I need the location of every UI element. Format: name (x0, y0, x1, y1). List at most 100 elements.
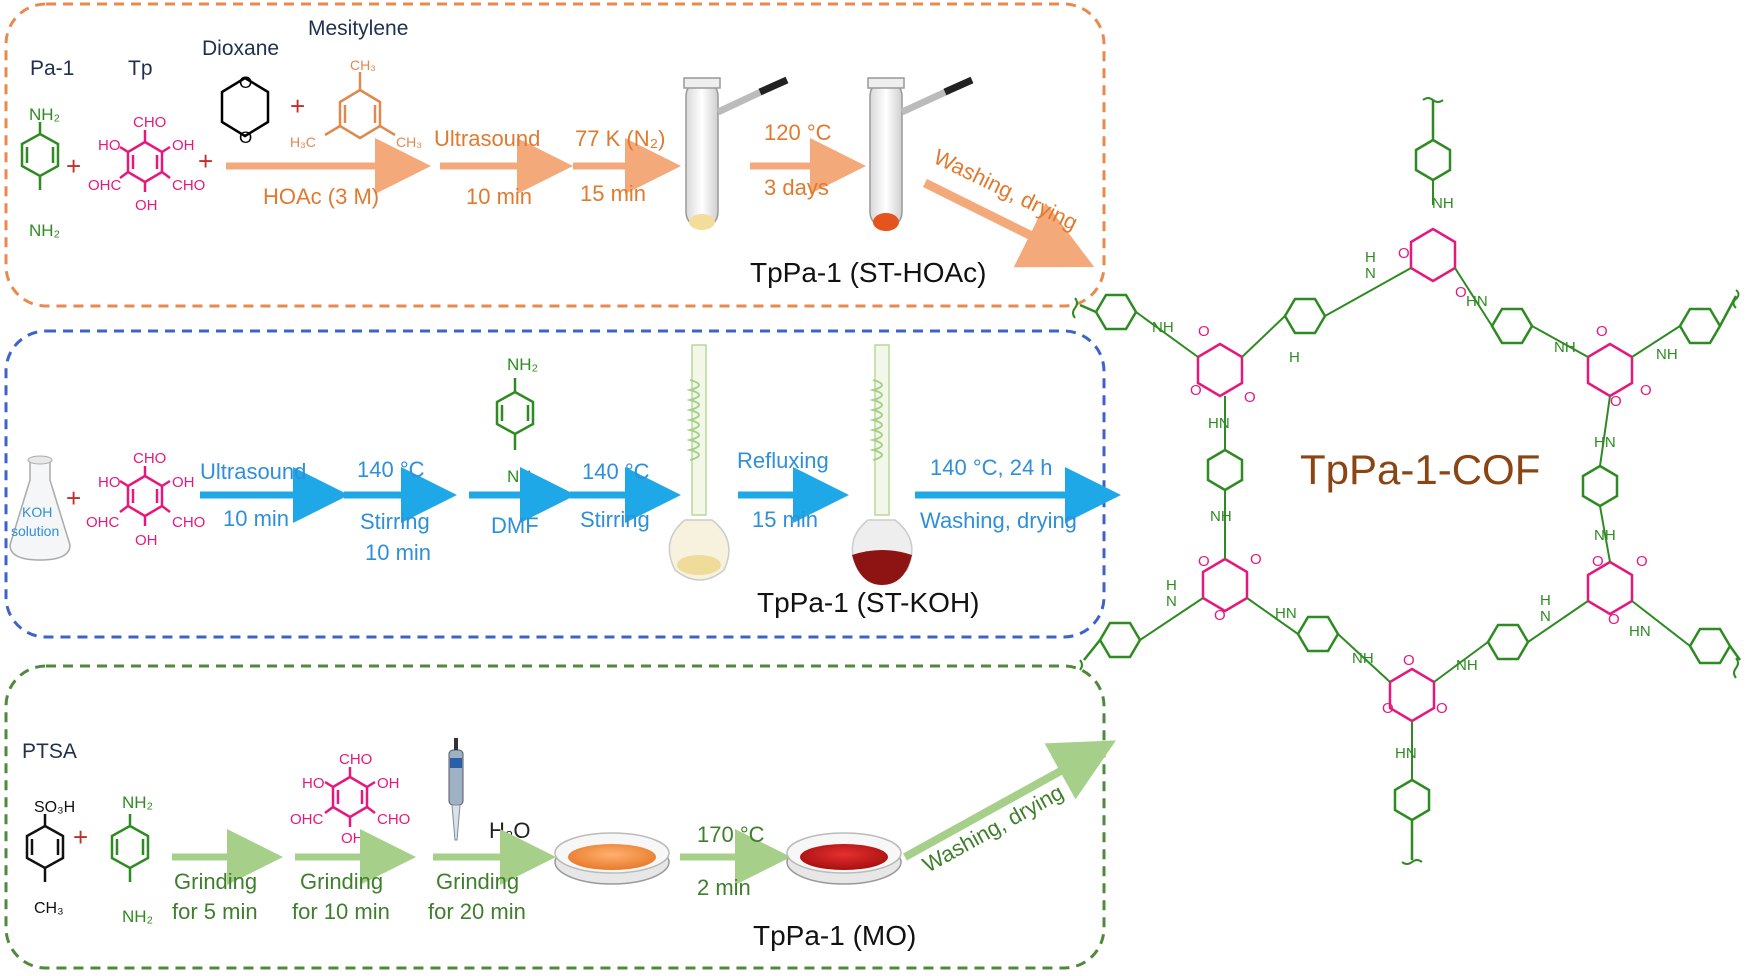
cof-h: H (1289, 349, 1300, 366)
arrow-grind-10-top: Grinding (300, 869, 383, 894)
arrow-140c-2-bottom: Stirring (580, 507, 650, 532)
tp-oh-right: OH (377, 775, 400, 792)
tp-cho-right: CHO (172, 514, 205, 531)
pa1-nh2-top: NH₂ (122, 793, 153, 812)
reflux-flask-yellow (668, 344, 730, 581)
pa1-molecule (495, 378, 535, 450)
panel-mo-frame (4, 664, 1106, 970)
tp-cho-top: CHO (339, 751, 372, 768)
arrow-refluxing-top: Refluxing (737, 448, 829, 473)
cof-n: N (1540, 608, 1551, 625)
tp-ohc-left: OHC (88, 177, 122, 194)
cof-nh: NH (1210, 508, 1232, 525)
plus-sign: + (198, 146, 213, 176)
arrow-ultrasound-2-top: Ultrasound (200, 459, 306, 484)
arrow-grind-5-bottom: for 5 min (172, 899, 258, 924)
mesitylene-ch3-right: CH₃ (396, 134, 422, 150)
arrow-140c-stir-bottom2: 10 min (365, 540, 431, 565)
arrow-140c-stir-top: 140 °C (357, 457, 425, 482)
cof-o: O (1592, 553, 1604, 570)
pa1-label: Pa-1 (30, 57, 74, 80)
arrow-hoac-label: HOAc (3 M) (263, 184, 379, 209)
h2o-label: H₂O (489, 818, 531, 843)
cof-o: O (1398, 245, 1410, 262)
cof-o: O (1198, 553, 1210, 570)
pa1-nh2-top: NH₂ (507, 355, 538, 374)
arrow-140c-24h-top: 140 °C, 24 h (930, 455, 1053, 480)
arrow-170c-top: 170 °C (697, 822, 765, 847)
cof-o: O (1403, 652, 1415, 669)
arrow-120c-top: 120 °C (764, 120, 832, 145)
cof-nh: NH (1456, 657, 1478, 674)
arrow-refluxing-bottom: 15 min (752, 507, 818, 532)
tp-ho-left: HO (302, 775, 325, 792)
arrow-washing-3-label: Washing, drying (918, 779, 1067, 877)
arrow-grind-20-bottom: for 20 min (428, 899, 526, 924)
koh-flask (9, 455, 71, 561)
cof-title: TpPa-1-COF (1300, 446, 1540, 493)
cof-nh: NH (1656, 346, 1678, 363)
koh-solution-label: solution (11, 523, 59, 539)
tp-oh-bottom: OH (341, 830, 364, 847)
arrow-washing-1 (922, 178, 1095, 268)
cof-o: O (1636, 553, 1648, 570)
cof-n: N (1365, 265, 1376, 282)
cof-hn: HN (1208, 415, 1230, 432)
pa1-nh2-top: NH₂ (29, 105, 60, 124)
arrow-grind-5-top: Grinding (174, 869, 257, 894)
product-st-koh: TpPa-1 (ST-KOH) (757, 587, 979, 618)
cof-nh: NH (1152, 319, 1174, 336)
cof-hn: HN (1594, 434, 1616, 451)
cof-nh: NH (1432, 195, 1454, 212)
tp-cho-right: CHO (377, 811, 410, 828)
cof-hn: HN (1629, 623, 1651, 640)
tp-molecule (324, 767, 376, 827)
tp-oh-right: OH (172, 474, 195, 491)
schlenk-tube-orange (867, 76, 974, 231)
plus-sign: + (73, 822, 88, 852)
pipette-icon (448, 738, 464, 841)
arrow-ultrasound-2-bottom: 10 min (223, 506, 289, 531)
tp-ho-left: HO (98, 137, 121, 154)
petri-dish-red (786, 832, 902, 885)
pa1-nh2-bottom: NH₂ (122, 907, 153, 926)
panel-st-hoac-frame (4, 2, 1106, 308)
tp-oh-bottom: OH (135, 197, 158, 214)
cof-nh: NH (1554, 339, 1576, 356)
cof-h: H (1365, 249, 1376, 266)
cof-o: O (1250, 551, 1262, 568)
cof-nh: NH (1352, 650, 1374, 667)
arrow-120c-bottom: 3 days (764, 175, 829, 200)
cof-o: O (1198, 323, 1210, 340)
arrow-140c-stir-bottom1: Stirring (360, 509, 430, 534)
cof-o: O (1382, 700, 1394, 717)
tp-ohc-left: OHC (290, 811, 324, 828)
cof-h: H (1540, 592, 1551, 609)
pa1-nh2-bottom: NH₂ (507, 467, 538, 486)
mesitylene-label: Mesitylene (308, 17, 408, 40)
mesitylene-molecule (324, 72, 396, 140)
arrow-ultrasound-top: Ultrasound (434, 126, 540, 151)
tp-cho-top: CHO (133, 114, 166, 131)
koh-label: KOH (22, 504, 52, 520)
cof-hn: HN (1395, 745, 1417, 762)
product-mo: TpPa-1 (MO) (753, 920, 916, 951)
arrow-77k-top: 77 K (N₂) (575, 126, 665, 151)
tp-cho-right: CHO (172, 177, 205, 194)
tp-oh-right: OH (172, 137, 195, 154)
tp-label: Tp (128, 57, 153, 80)
cof-o: O (1608, 611, 1620, 628)
pa1-molecule (110, 814, 150, 882)
cof-hn: HN (1275, 605, 1297, 622)
tp-oh-bottom: OH (135, 532, 158, 549)
cof-nh: NH (1594, 527, 1616, 544)
arrow-washing-3 (903, 740, 1117, 861)
arrow-dmf-label: DMF (491, 513, 539, 538)
ptsa-label: PTSA (22, 740, 77, 763)
ptsa-ch3: CH₃ (34, 900, 64, 917)
tp-ohc-left: OHC (86, 514, 120, 531)
arrow-grind-20-top: Grinding (436, 869, 519, 894)
tp-molecule (119, 466, 171, 526)
mesitylene-h3c: H₃C (290, 134, 316, 150)
cof-n: N (1166, 593, 1177, 610)
